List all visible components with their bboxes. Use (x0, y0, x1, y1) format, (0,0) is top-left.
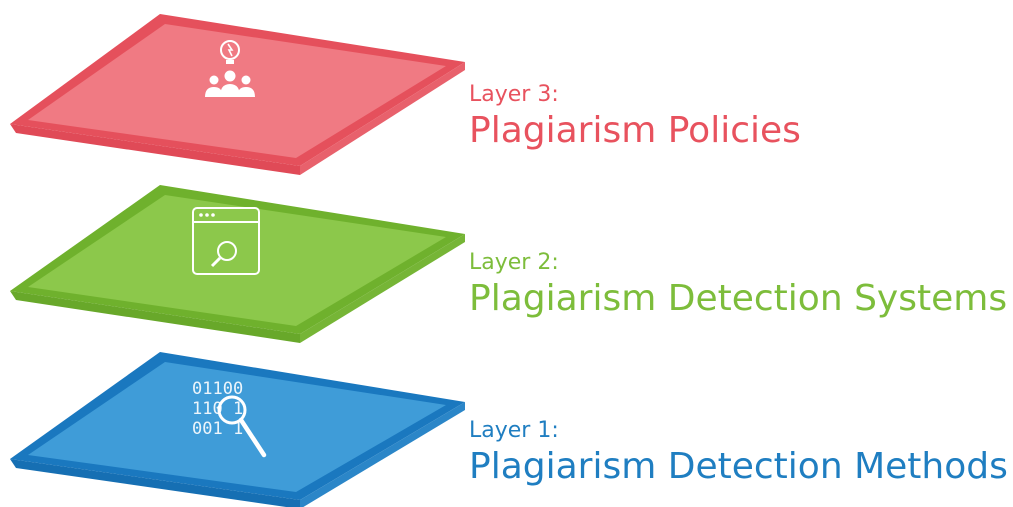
layer-3-title: Plagiarism Policies (469, 110, 801, 151)
layer-3-label: Layer 3: Plagiarism Policies (469, 82, 801, 152)
layer-2-top (28, 195, 446, 326)
binary-magnifier-icon: 01100 110 1 001 1 (192, 379, 267, 458)
layer-2-tile (10, 185, 465, 343)
browser-search-icon (192, 207, 260, 275)
layer-2-title: Plagiarism Detection Systems (469, 278, 1008, 319)
layer-2-number: Layer 2: (469, 250, 559, 275)
layer-2-label: Layer 2: Plagiarism Detection Systems (469, 250, 1007, 320)
people-lightbulb-icon (205, 40, 255, 97)
svg-text:01100: 01100 (192, 379, 243, 399)
layer-1-title: Plagiarism Detection Methods (469, 446, 1008, 487)
layer-3-tile (10, 14, 465, 175)
layer-1-number: Layer 1: (469, 418, 559, 443)
layer-1-top (28, 362, 446, 492)
layer-1-tile: 01100 110 1 001 1 (10, 352, 465, 507)
layer-1-label: Layer 1: Plagiarism Detection Methods (469, 418, 1008, 488)
layer-3-number: Layer 3: (469, 82, 559, 107)
